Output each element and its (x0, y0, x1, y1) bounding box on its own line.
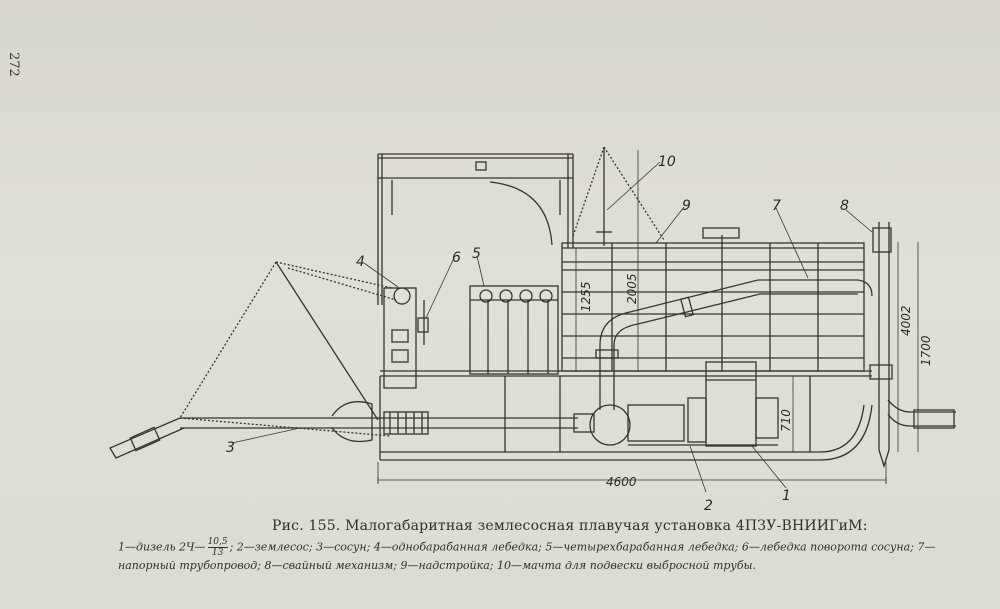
leader-lines (231, 161, 873, 493)
winch-5 (469, 285, 559, 375)
callout-2: 2 (704, 498, 713, 514)
callout-9: 9 (682, 198, 691, 214)
dim-height-hull: 710 (779, 409, 793, 432)
hull (379, 370, 873, 461)
callout-10: 10 (658, 154, 676, 170)
callout-1: 1 (782, 488, 791, 504)
suction-pipe-3 (109, 401, 595, 459)
dim-height-superstructure: 1255 (579, 281, 593, 312)
callout-3: 3 (226, 440, 235, 456)
callout-7: 7 (772, 198, 781, 214)
mast-10 (572, 146, 665, 246)
pump-and-diesel (589, 361, 779, 447)
dimension-lines (377, 150, 919, 484)
dim-overall-length: 4600 (606, 475, 637, 489)
legend-fraction-denominator: 13 (211, 548, 224, 558)
legend-rest: ; 2—землесос; 3—сосун; 4—однобарабанная … (118, 540, 936, 573)
discharge-hose (887, 399, 956, 429)
pile-mechanism-8 (869, 222, 893, 469)
legend-lead: 1—дизель 2Ч— (118, 540, 206, 554)
superstructure-frame (377, 153, 574, 305)
boom-rigging (179, 261, 397, 437)
figure-caption: Рис. 155. Малогабаритная землесосная пла… (272, 518, 868, 534)
legend-fraction-numerator: 10,5 (207, 537, 228, 548)
callout-5: 5 (472, 246, 481, 262)
winch-4 (383, 287, 417, 389)
dim-height-pile: 1700 (919, 335, 933, 366)
callout-6: 6 (452, 250, 461, 266)
callout-4: 4 (356, 254, 365, 270)
winch-6 (417, 300, 429, 345)
callout-8: 8 (840, 198, 849, 214)
dim-height-mast: 2005 (625, 273, 639, 304)
dim-height-pile-total: 4002 (899, 305, 913, 336)
